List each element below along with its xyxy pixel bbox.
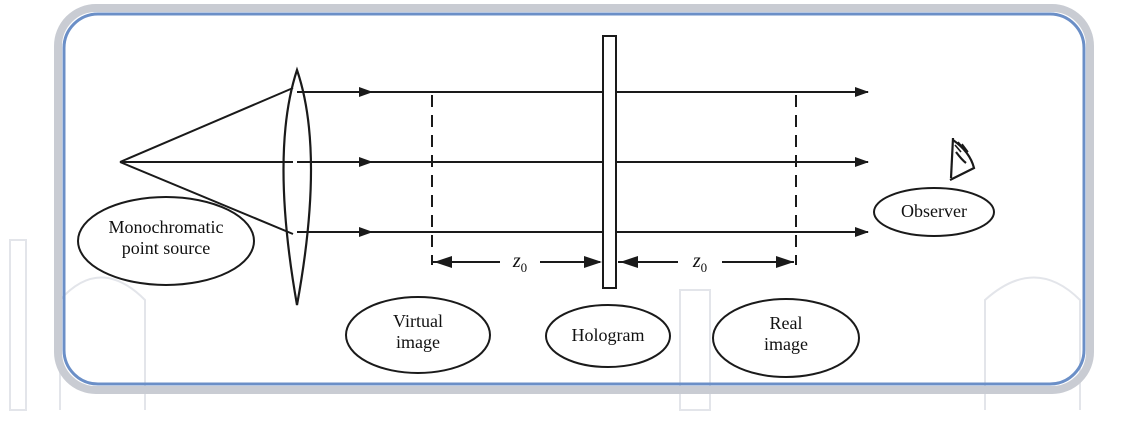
virtual-image-label-line1: Virtual <box>393 311 443 331</box>
collimated-beams <box>297 87 869 237</box>
observer-label-ellipse <box>873 187 995 237</box>
frame-inner <box>62 12 1086 386</box>
z0-left-sub: 0 <box>520 260 528 275</box>
z0-label-left: z0 <box>500 250 540 276</box>
z0-right-var: z <box>692 250 701 272</box>
virtual-image-label-line2: image <box>396 331 440 352</box>
source-label-ellipse <box>77 196 255 286</box>
z0-label-right: z0 <box>680 250 720 276</box>
z0-right-sub: 0 <box>700 260 708 275</box>
hologram-label-ellipse <box>545 304 671 368</box>
dimension-right <box>618 256 794 268</box>
source-rays <box>119 87 294 235</box>
hologram-label: Hologram <box>571 325 645 345</box>
eye-icon <box>949 137 976 181</box>
virtual-label-ellipse <box>345 296 491 374</box>
dimension-left <box>432 256 602 268</box>
hologram-plate <box>602 35 617 289</box>
real-image-label: Real image <box>716 313 856 354</box>
source-label-line1: Monochromatic <box>108 217 224 237</box>
frame-outer <box>54 4 1094 394</box>
source-label-line2: point source <box>121 237 211 258</box>
source-label: Monochromatic point source <box>78 217 254 258</box>
real-image-label-line1: Real <box>769 313 803 333</box>
z0-left-var: z <box>512 250 521 272</box>
real-label-ellipse <box>712 298 860 378</box>
lens <box>282 66 313 306</box>
virtual-image-label: Virtual image <box>348 311 488 352</box>
observer-label: Observer <box>901 201 967 221</box>
real-image-label-line2: image <box>764 333 808 354</box>
watermark <box>9 239 1081 411</box>
